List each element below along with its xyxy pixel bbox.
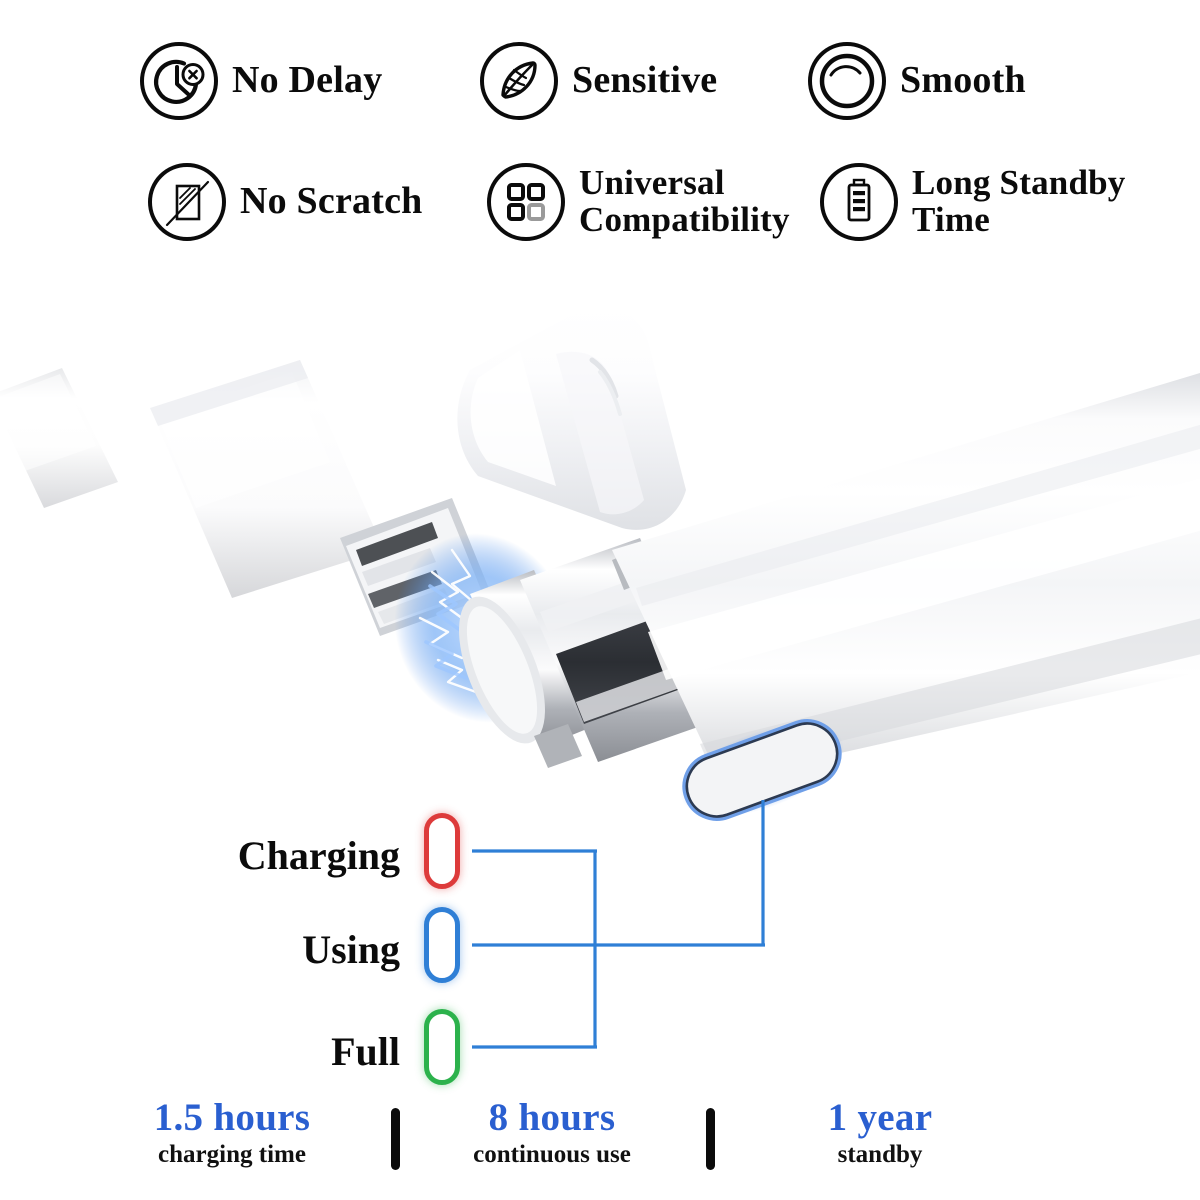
usb-plug-housing <box>150 360 384 598</box>
stylus-pen-cap <box>457 305 686 530</box>
power-button-led[interactable] <box>668 705 856 835</box>
feature-long-standby-time: Long Standby Time <box>820 163 1125 241</box>
feature-sensitive: Sensitive <box>480 42 717 120</box>
grid-squares-icon <box>487 163 565 241</box>
feather-icon <box>480 42 558 120</box>
battery-icon <box>820 163 898 241</box>
feature-label: No Scratch <box>240 180 423 223</box>
feature-label: Universal Compatibility <box>579 163 790 239</box>
feature-label: Long Standby Time <box>912 163 1126 239</box>
led-indicator-full <box>424 1009 460 1085</box>
stat-caption: continuous use <box>473 1140 631 1168</box>
feature-smooth: Smooth <box>808 42 1026 120</box>
stylus-pen-body <box>612 373 1200 780</box>
led-indicator-using <box>424 907 460 983</box>
stat-value: 1.5 hours <box>153 1096 311 1139</box>
stat-charging-time: 1.5 hours charging time <box>112 1096 352 1170</box>
led-label-charging: Charging <box>237 833 400 878</box>
clock-no-delay-icon <box>140 42 218 120</box>
spec-stats-row: 1.5 hours charging time 8 hours continuo… <box>0 1096 1200 1193</box>
screen-no-scratch-icon <box>148 163 226 241</box>
product-photo <box>0 305 1200 835</box>
feature-no-scratch: No Scratch <box>148 163 422 241</box>
feature-label: Smooth <box>900 59 1026 102</box>
led-label-full: Full <box>331 1029 400 1074</box>
stat-value: 8 hours <box>488 1096 616 1139</box>
feature-label: No Delay <box>232 59 383 102</box>
stat-divider-2 <box>706 1108 715 1170</box>
circle-smooth-icon <box>808 42 886 120</box>
usb-charging-cable <box>0 368 118 508</box>
stat-caption: charging time <box>158 1140 306 1168</box>
stat-continuous-use: 8 hours continuous use <box>432 1096 672 1170</box>
feature-label: Sensitive <box>572 59 718 102</box>
feature-universal-compatibility: Universal Compatibility <box>487 163 790 241</box>
stat-divider-1 <box>391 1108 400 1170</box>
led-label-using: Using <box>302 927 400 972</box>
stat-caption: standby <box>837 1140 923 1168</box>
led-indicator-charging <box>424 813 460 889</box>
stat-standby: 1 year standby <box>760 1096 1000 1170</box>
stat-value: 1 year <box>827 1096 933 1139</box>
feature-no-delay: No Delay <box>140 42 382 120</box>
